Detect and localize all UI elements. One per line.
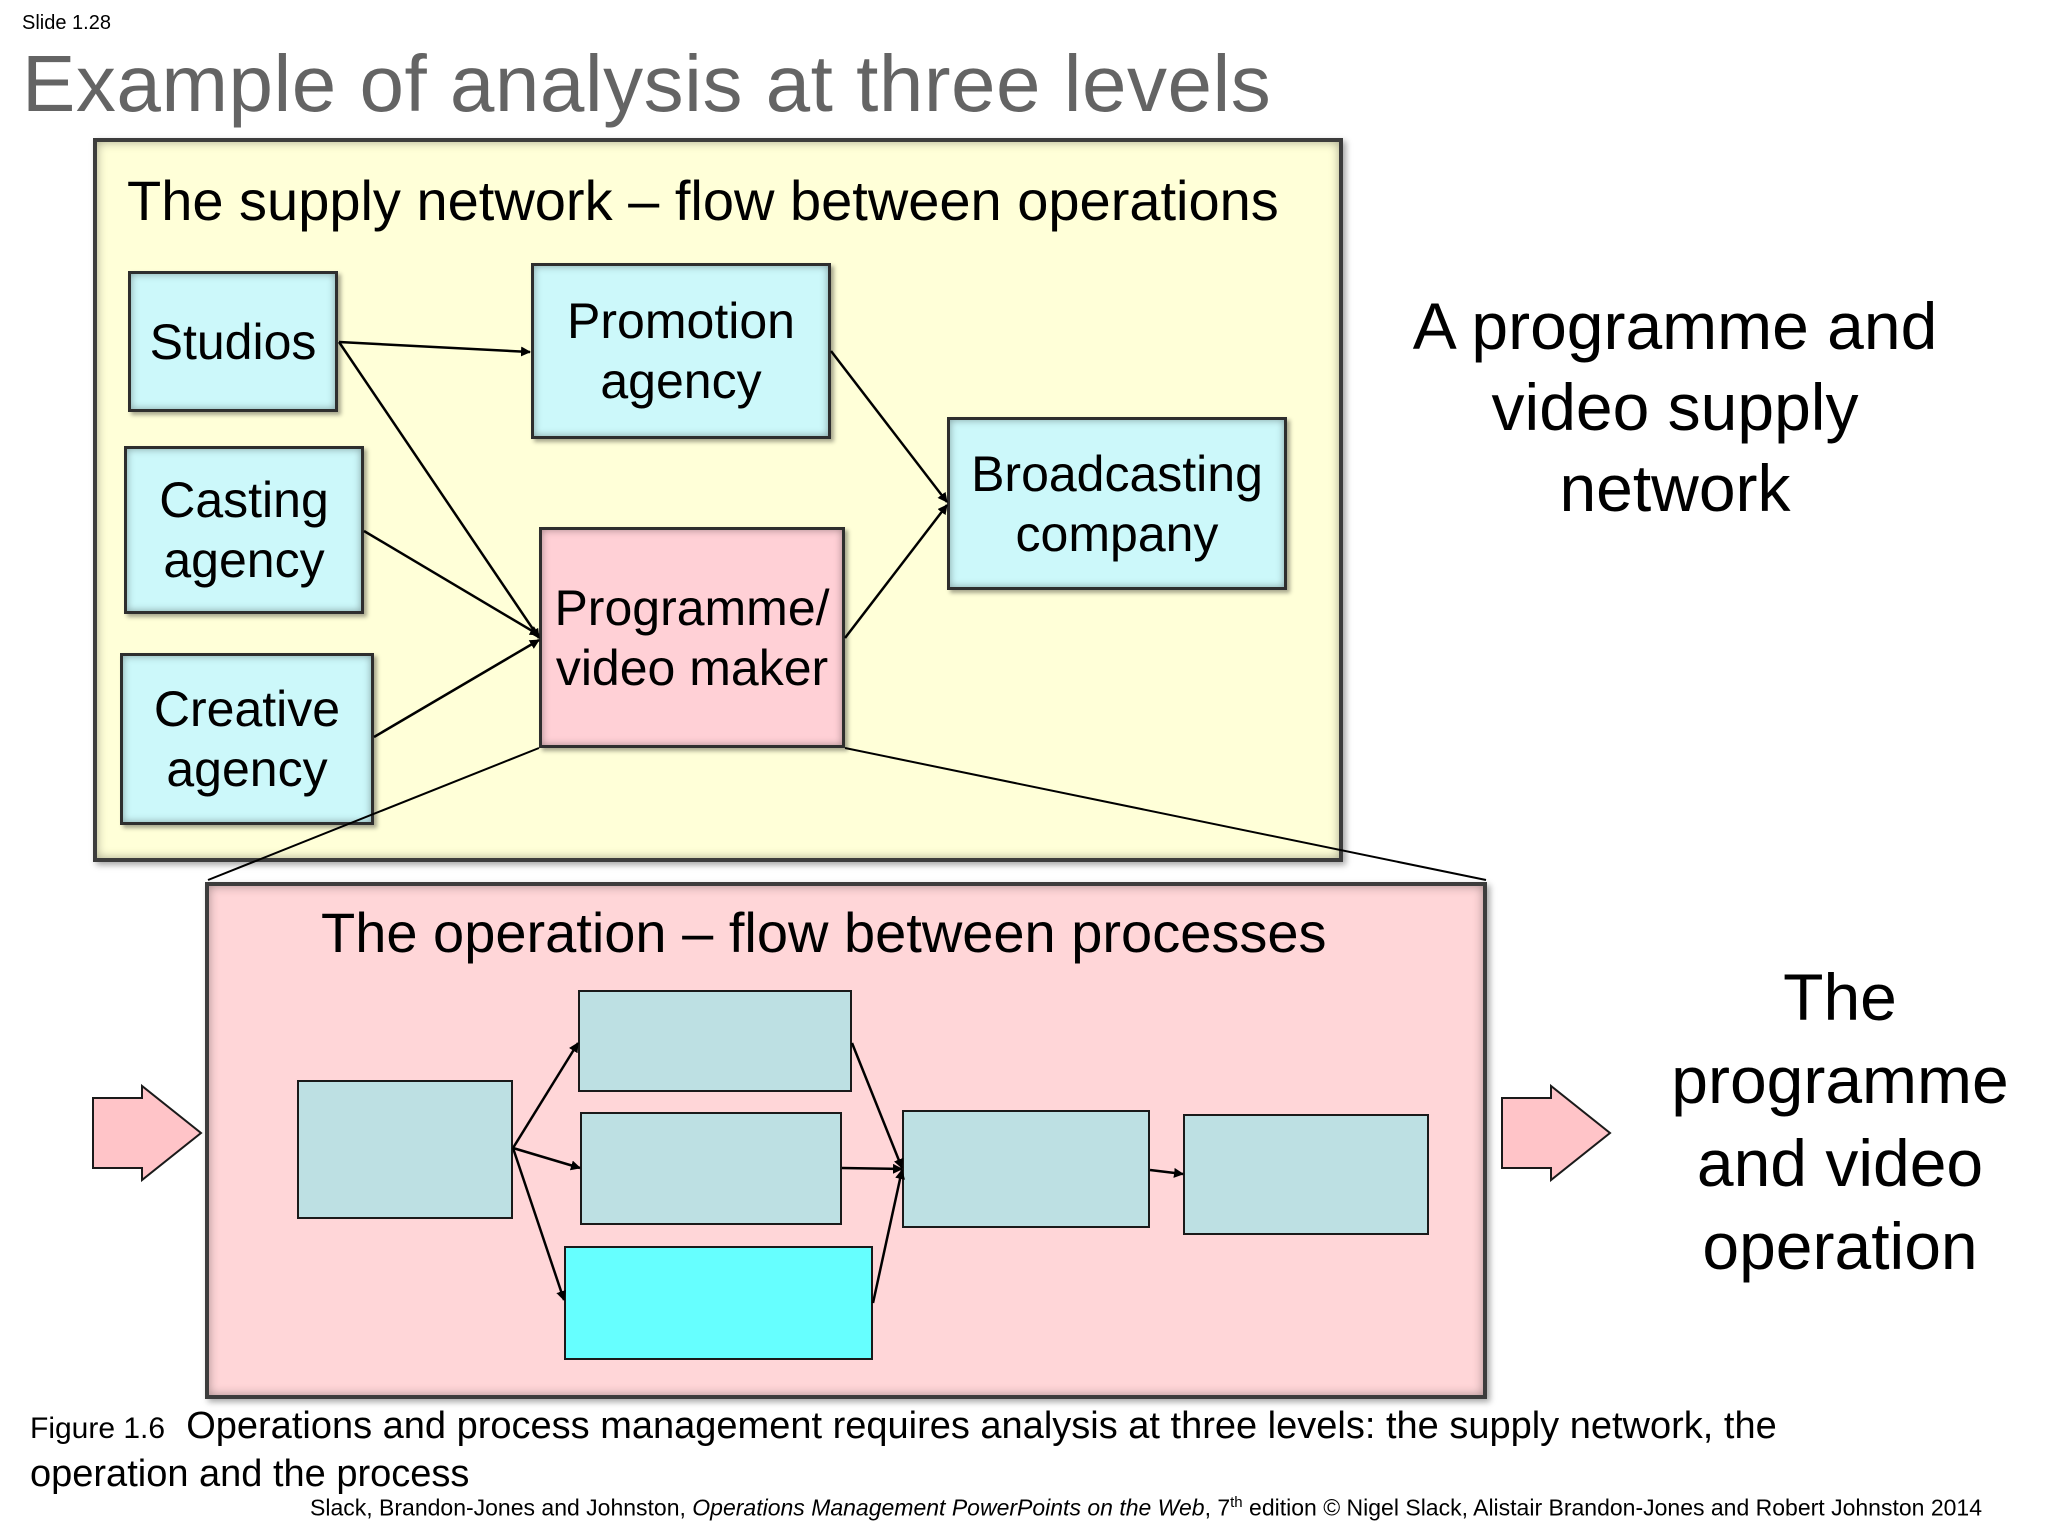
node-casting-agency: Casting agency (124, 446, 364, 614)
credit-edition: , 7 (1204, 1494, 1231, 1521)
supply-network-label: A programme and video supply network (1412, 289, 1938, 526)
figure-label: Figure 1.6 (30, 1412, 166, 1445)
credit-edition-suffix: th (1230, 1494, 1243, 1511)
process-box-output (1183, 1114, 1429, 1235)
process-box-highlighted (564, 1246, 873, 1360)
output-flow-arrow (1501, 1083, 1612, 1183)
node-creative-agency: Creative agency (120, 653, 374, 825)
process-box-merge (902, 1110, 1150, 1228)
credit-rest: edition © Nigel Slack, Alistair Brandon-… (1242, 1494, 1982, 1521)
operation-label: The programme and video operation (1671, 960, 2009, 1284)
node-promotion-agency: Promotion agency (531, 263, 831, 439)
node-programme-video-maker: Programme/ video maker (539, 527, 845, 748)
node-broadcasting-company: Broadcasting company (947, 417, 1287, 590)
input-flow-arrow (92, 1083, 203, 1183)
copyright-credit: Slack, Brandon-Jones and Johnston, Opera… (310, 1494, 1982, 1522)
slide-number: Slide 1.28 (22, 12, 111, 34)
figure-caption: Figure 1.6 Operations and process manage… (30, 1403, 1830, 1498)
supply-network-heading: The supply network – flow between operat… (127, 169, 1279, 232)
credit-book: Operations Management PowerPoints on the… (692, 1494, 1205, 1521)
operation-heading: The operation – flow between processes (321, 901, 1327, 964)
credit-authors: Slack, Brandon-Jones and Johnston, (310, 1494, 693, 1521)
process-box-input (297, 1080, 513, 1219)
process-box-middle (580, 1112, 842, 1225)
node-studios: Studios (128, 271, 338, 412)
caption-text: Operations and process management requir… (30, 1405, 1777, 1495)
slide-title: Example of analysis at three levels (22, 39, 1272, 128)
process-box-upper (578, 990, 852, 1092)
